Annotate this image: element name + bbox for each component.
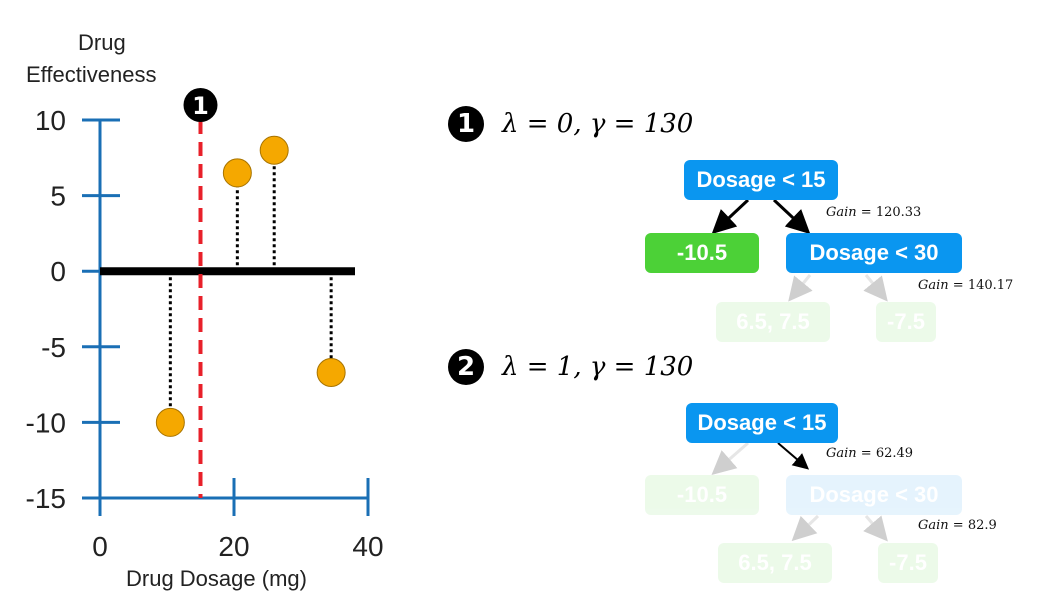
s2-right-left-leaf: 6.5, 7.5 (718, 543, 832, 583)
split-badge-label: 1 (192, 92, 209, 120)
scenario-2-badge: 2 (448, 349, 484, 385)
scenario-1-title: 1 λ = 0, γ = 130 (448, 106, 693, 142)
s1-root-node: Dosage < 15 (684, 160, 838, 200)
y-tick-label--5: -5 (41, 332, 66, 363)
s2-edge-root-left (711, 441, 749, 475)
drug-scatter-chart: 10 5 0 -5 -10 -15 0 20 40 1 (26, 88, 384, 562)
y-tick-label-5: 5 (50, 181, 66, 212)
x-tick-label-40: 40 (352, 531, 383, 562)
y-tick-label--10: -10 (26, 407, 66, 438)
y-axis-title-line2: Effectiveness (26, 62, 157, 87)
s2-gain-root: Gain = 62.49 (826, 446, 914, 461)
x-tick-label-0: 0 (92, 531, 108, 562)
s2-left-leaf: -10.5 (645, 475, 759, 515)
y-axis-title-line1: Drug (78, 30, 126, 55)
data-point-1 (222, 158, 252, 188)
s2-right-node: Dosage < 30 (786, 475, 962, 515)
y-tick-label--15: -15 (26, 483, 66, 514)
scenario-1-params: λ = 0, γ = 130 (502, 109, 694, 139)
data-point-2 (259, 135, 289, 165)
s2-edge-right-right (863, 515, 888, 542)
s1-left-leaf: -10.5 (645, 233, 759, 273)
y-tick-label-10: 10 (35, 105, 66, 136)
scenario-2-title: 2 λ = 1, γ = 130 (448, 349, 693, 385)
s1-gain-root: Gain = 120.33 (826, 205, 922, 220)
s1-right-left-leaf: 6.5, 7.5 (716, 302, 830, 342)
s2-edge-right-left (791, 514, 820, 542)
x-tick-label-20: 20 (218, 531, 249, 562)
s2-edge-root-right (777, 442, 810, 470)
data-point-3 (316, 358, 346, 388)
s1-right-node: Dosage < 30 (786, 233, 962, 273)
s2-root-node: Dosage < 15 (686, 403, 838, 443)
s2-gain-right: Gain = 82.9 (918, 518, 997, 533)
split-badge-icon (183, 88, 218, 122)
data-point-0 (155, 407, 185, 437)
s2-right-right-leaf: -7.5 (878, 543, 938, 583)
y-tick-label-0: 0 (50, 256, 66, 287)
scenario-2-params: λ = 1, γ = 130 (502, 352, 694, 382)
s1-right-right-leaf: -7.5 (876, 302, 936, 342)
s1-edge-right-right (863, 274, 888, 302)
scenario-1-badge: 1 (448, 106, 484, 142)
s1-gain-right: Gain = 140.17 (918, 278, 1014, 293)
s1-edge-right-left (788, 274, 813, 302)
s1-edge-root-left (711, 198, 750, 235)
s1-edge-root-right (772, 198, 811, 235)
x-axis-title: Drug Dosage (mg) (126, 566, 307, 591)
